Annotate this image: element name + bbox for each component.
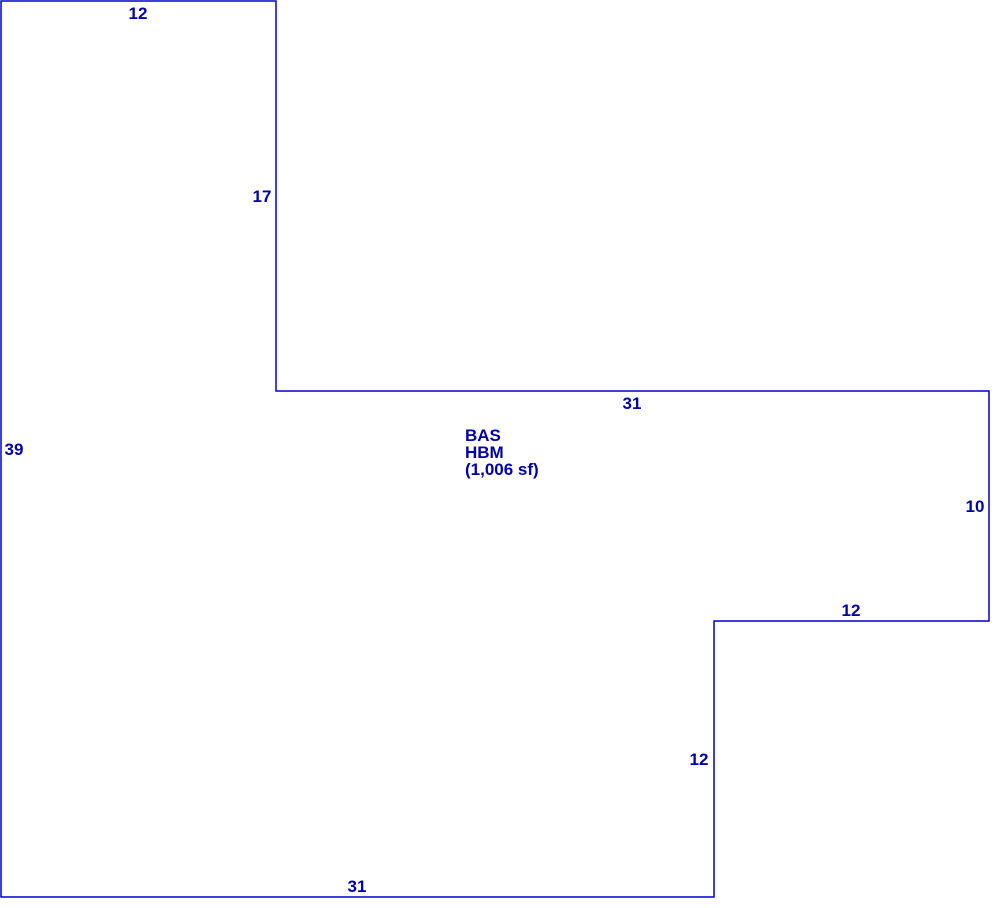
- dimension-label-right-side: 10: [966, 497, 985, 516]
- dimension-label-top-left: 12: [129, 4, 148, 23]
- area-size: (1,006 sf): [465, 460, 539, 479]
- dimension-label-lower-right: 12: [842, 601, 861, 620]
- area-code: BAS: [465, 426, 501, 445]
- dimension-label-inner-step: 17: [253, 187, 272, 206]
- dimension-label-left-side: 39: [5, 440, 24, 459]
- dimension-label-middle: 31: [623, 394, 642, 413]
- dimension-label-lower-step: 12: [690, 750, 709, 769]
- area-label: BAS HBM (1,006 sf): [465, 426, 539, 479]
- dimension-label-bottom: 31: [348, 877, 367, 896]
- area-sub-code: HBM: [465, 443, 504, 462]
